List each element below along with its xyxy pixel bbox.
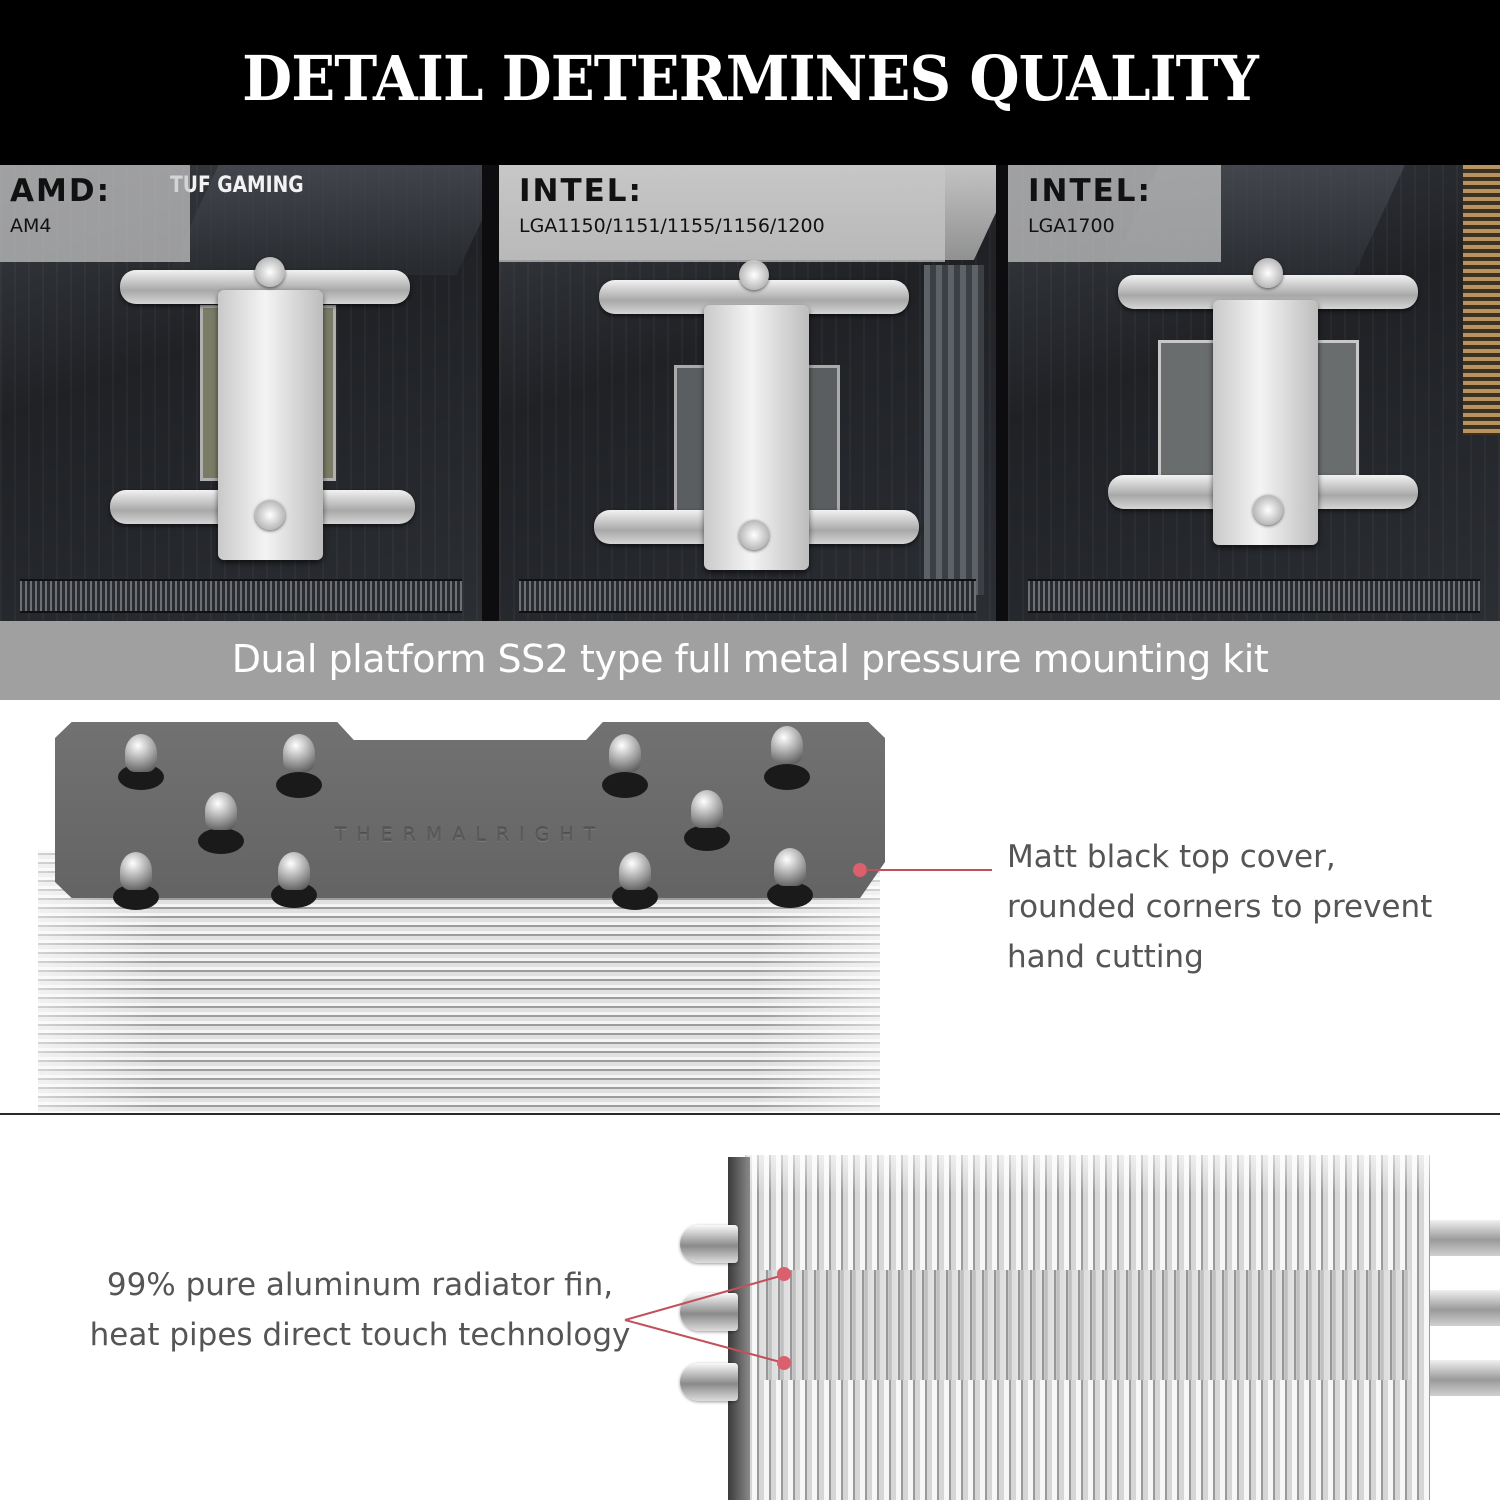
platform-panel-intel-115x: INTEL: LGA1150/1151/1155/1156/1200 — [499, 165, 996, 621]
platform-sockets: LGA1700 — [1028, 215, 1115, 237]
fin-callout-line-1: 99% pure aluminum radiator fin, — [106, 1267, 614, 1303]
platform-label-box: AMD: AM4 — [0, 165, 190, 262]
heatpipe-tip — [619, 852, 651, 890]
fin-highlight — [740, 1155, 1430, 1195]
platform-panel-amd: TUF GAMING AMD: AM4 — [0, 165, 482, 621]
screw-icon — [1253, 495, 1283, 525]
fin-callout-line-2: heat pipes direct touch technology — [89, 1317, 631, 1353]
screw-icon — [739, 260, 769, 290]
callout-line — [866, 869, 992, 871]
fin-section: 99% pure aluminum radiator fin, heat pip… — [0, 1115, 1500, 1500]
brand-emboss: THERMALRIGHT — [334, 824, 606, 846]
heatpipe-tip — [774, 848, 806, 886]
platform-sockets: AM4 — [10, 215, 52, 237]
section-divider — [0, 1113, 1500, 1115]
platform-panel-intel-1700: INTEL: LGA1700 — [1008, 165, 1500, 621]
platform-photo-strip: TUF GAMING AMD: AM4 INTEL: LGA1150/1151/… — [0, 165, 1500, 621]
header-banner: DETAIL DETERMINES QUALITY — [0, 0, 1500, 165]
platform-vendor: INTEL: — [1028, 173, 1152, 209]
screw-icon — [1253, 258, 1283, 288]
heatpipe-end — [680, 1363, 738, 1401]
m2-heatsink — [924, 265, 984, 595]
callout-dot — [853, 863, 867, 877]
screw-icon — [255, 257, 285, 287]
ram-module — [1463, 165, 1500, 435]
top-cover-plate — [55, 722, 885, 898]
callout-line-2: rounded corners to prevent — [1007, 889, 1433, 925]
heatpipe-tip — [120, 852, 152, 890]
heatpipe-tip — [691, 790, 723, 828]
platform-label-box: INTEL: LGA1700 — [1008, 165, 1221, 262]
heatpipe-base — [602, 772, 648, 798]
heatpipe-base — [764, 764, 810, 790]
callout-line-3: hand cutting — [1007, 939, 1204, 975]
top-cover-callout: Matt black top cover, rounded corners to… — [1007, 832, 1432, 982]
dimm-slot — [519, 579, 976, 613]
callout-lines — [624, 1274, 785, 1364]
callout-line-1: Matt black top cover, — [1007, 839, 1336, 875]
dimm-slot — [20, 579, 462, 613]
platform-vendor: AMD: — [10, 173, 111, 209]
fin-callout: 99% pure aluminum radiator fin, heat pip… — [80, 1260, 640, 1360]
mounting-kit-banner: Dual platform SS2 type full metal pressu… — [0, 621, 1500, 700]
top-cover-shading — [55, 722, 885, 898]
fin-contact-band — [760, 1270, 1410, 1380]
callout-dot — [777, 1356, 791, 1370]
page-title: DETAIL DETERMINES QUALITY — [242, 42, 1259, 115]
screw-icon — [255, 500, 285, 530]
heatpipe-end — [680, 1293, 738, 1331]
heatpipe-tip — [771, 726, 803, 764]
callout-dot — [777, 1267, 791, 1281]
heatpipe-base — [198, 828, 244, 854]
heatpipe-tip — [278, 852, 310, 890]
heatpipe-base — [684, 825, 730, 851]
heatpipe-tip — [125, 734, 157, 772]
banner-text: Dual platform SS2 type full metal pressu… — [231, 637, 1269, 681]
heatpipe-end — [680, 1225, 738, 1263]
top-cover-section: THERMALRIGHT Matt black top cover, round… — [0, 700, 1500, 1113]
platform-vendor: INTEL: — [519, 173, 643, 209]
platform-sockets: LGA1150/1151/1155/1156/1200 — [519, 215, 825, 237]
heatpipe-tip — [609, 734, 641, 772]
heatpipe-base — [767, 882, 813, 908]
platform-label-box: INTEL: LGA1150/1151/1155/1156/1200 — [499, 165, 945, 262]
heatpipe-tip — [205, 792, 237, 830]
dimm-slot — [1028, 579, 1480, 613]
heatpipe-base — [276, 772, 322, 798]
heatpipe-tip — [283, 734, 315, 772]
screw-icon — [739, 520, 769, 550]
board-brand-text: TUF GAMING — [170, 173, 304, 198]
